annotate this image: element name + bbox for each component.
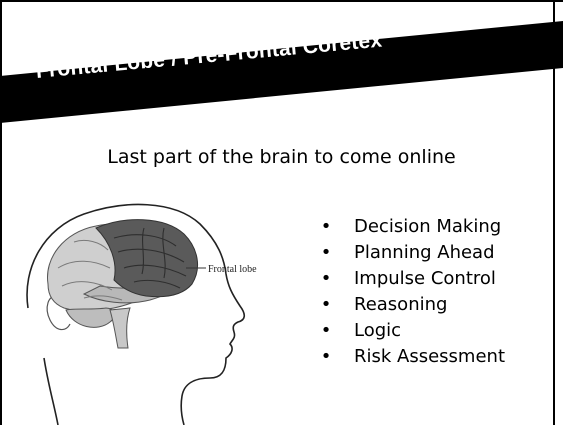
bullet-marker: • <box>320 320 332 341</box>
bullet-marker: • <box>320 294 332 315</box>
list-item: • Planning Ahead <box>316 240 505 266</box>
brain-head-illustration: Frontal lobe <box>26 203 257 425</box>
bullet-list: • Decision Making • Planning Ahead • Imp… <box>316 214 505 370</box>
list-item: • Decision Making <box>316 214 505 240</box>
frontal-lobe <box>95 219 199 298</box>
cerebellum <box>65 307 115 328</box>
slide-border-left <box>0 0 2 425</box>
list-item-text: Planning Ahead <box>354 242 495 263</box>
bullet-marker: • <box>320 346 332 367</box>
list-item: • Risk Assessment <box>316 344 505 370</box>
list-item: • Reasoning <box>316 292 505 318</box>
slide-subtitle: Last part of the brain to come online <box>107 146 456 168</box>
list-item: • Impulse Control <box>316 266 505 292</box>
bullet-marker: • <box>320 268 332 289</box>
slide-border-right <box>553 0 555 425</box>
slide-border-top <box>0 0 563 2</box>
title-banner <box>0 21 563 123</box>
list-item-text: Decision Making <box>354 216 502 237</box>
bullet-marker: • <box>320 242 332 263</box>
list-item-text: Risk Assessment <box>354 346 506 367</box>
neck-outline <box>43 357 59 425</box>
frontal-lobe-label: Frontal lobe <box>208 264 257 275</box>
list-item-text: Impulse Control <box>354 268 496 289</box>
bullet-marker: • <box>320 216 332 237</box>
head-outline <box>26 203 246 425</box>
list-item-text: Logic <box>354 320 402 341</box>
frontal-gyri <box>113 227 187 289</box>
list-item: • Logic <box>316 318 505 344</box>
list-item-text: Reasoning <box>354 294 448 315</box>
rear-gyri <box>57 239 123 301</box>
brain-stem <box>109 307 131 349</box>
